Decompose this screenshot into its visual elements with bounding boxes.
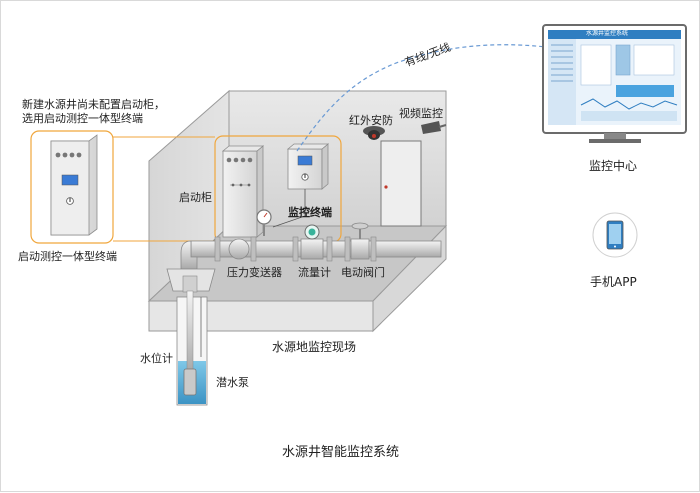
submersible-pump bbox=[183, 368, 197, 396]
infrared-security-label: 红外安防 bbox=[349, 114, 393, 127]
integrated-terminal-label: 启动测控一体型终端 bbox=[18, 250, 117, 263]
video-monitor-label: 视频监控 bbox=[399, 107, 443, 120]
starter-cabinet-label: 启动柜 bbox=[179, 191, 212, 204]
pressure-transmitter-label: 压力变送器 bbox=[227, 266, 282, 279]
flow-meter bbox=[300, 238, 324, 260]
note-line2: 选用启动测控一体型终端 bbox=[22, 112, 143, 125]
mobile-app-label: 手机APP bbox=[590, 275, 637, 289]
monitor-center-label: 监控中心 bbox=[589, 159, 638, 173]
monitor-terminal bbox=[287, 148, 323, 190]
electric-valve-label: 电动阀门 bbox=[341, 266, 385, 279]
wireless-link bbox=[296, 44, 547, 152]
starter-cabinet bbox=[222, 150, 258, 238]
system-title: 水源井智能监控系统 bbox=[282, 445, 400, 460]
submersible-pump-label: 潜水泵 bbox=[216, 376, 249, 389]
electric-valve bbox=[350, 238, 370, 260]
flow-meter-label: 流量计 bbox=[298, 266, 331, 279]
screen-header-title: 水源井监控系统 bbox=[586, 30, 629, 37]
pressure-transmitter bbox=[228, 238, 250, 260]
door bbox=[380, 140, 422, 227]
infrared-camera bbox=[363, 126, 385, 140]
note-line1: 新建水源井尚未配置启动柜， bbox=[22, 98, 165, 111]
site-label: 水源地监控现场 bbox=[272, 340, 357, 354]
video-camera bbox=[421, 121, 447, 134]
water-level-meter-label: 水位计 bbox=[140, 352, 173, 365]
monitor-terminal-label: 监控终端 bbox=[288, 206, 332, 219]
